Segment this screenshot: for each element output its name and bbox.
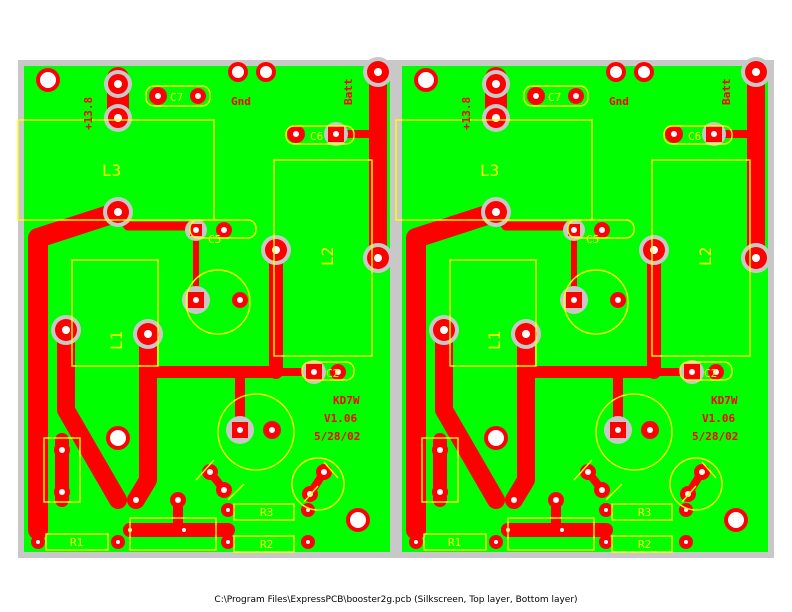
c6-label: C6 <box>310 130 323 143</box>
l1-label: L1 <box>107 331 126 350</box>
l2-label: L2 <box>696 247 715 266</box>
c5-label: C5 <box>586 233 599 246</box>
board-right: +13.8 Gnd Batt KD7W V1.06 5/28/02 C7 C6 … <box>396 57 774 558</box>
callsign-label: KD7W <box>333 394 360 407</box>
r3-label: R3 <box>260 506 273 519</box>
r1-label: R1 <box>448 536 461 549</box>
gnd-label: Gnd <box>231 95 251 108</box>
callsign-label: KD7W <box>711 394 738 407</box>
r3-label: R3 <box>638 506 651 519</box>
gnd-label: Gnd <box>609 95 629 108</box>
r2-label: R2 <box>638 538 651 551</box>
board-left: +13.8 Gnd Batt KD7W V1.06 5/28/02 C7 C6 … <box>18 57 396 558</box>
date-label: 5/28/02 <box>692 430 738 443</box>
l2-label: L2 <box>318 247 337 266</box>
c7-label: C7 <box>548 91 561 104</box>
version-label: V1.06 <box>702 412 735 425</box>
date-label: 5/28/02 <box>314 430 360 443</box>
vin-label: +13.8 <box>82 97 95 130</box>
r1-label: R1 <box>70 536 83 549</box>
batt-label: Batt <box>342 79 355 106</box>
c2-label: C2 <box>326 367 339 380</box>
c5-label: C5 <box>208 233 221 246</box>
r2-label: R2 <box>260 538 273 551</box>
vin-label: +13.8 <box>460 97 473 130</box>
c7-label: C7 <box>170 91 183 104</box>
version-label: V1.06 <box>324 412 357 425</box>
batt-label: Batt <box>720 79 733 106</box>
c6-label: C6 <box>688 130 701 143</box>
file-path-caption: C:\Program Files\ExpressPCB\booster2g.pc… <box>214 595 578 605</box>
l3-label: L3 <box>102 161 121 180</box>
c2-label: C2 <box>704 367 717 380</box>
l1-label: L1 <box>485 331 504 350</box>
l3-label: L3 <box>480 161 499 180</box>
